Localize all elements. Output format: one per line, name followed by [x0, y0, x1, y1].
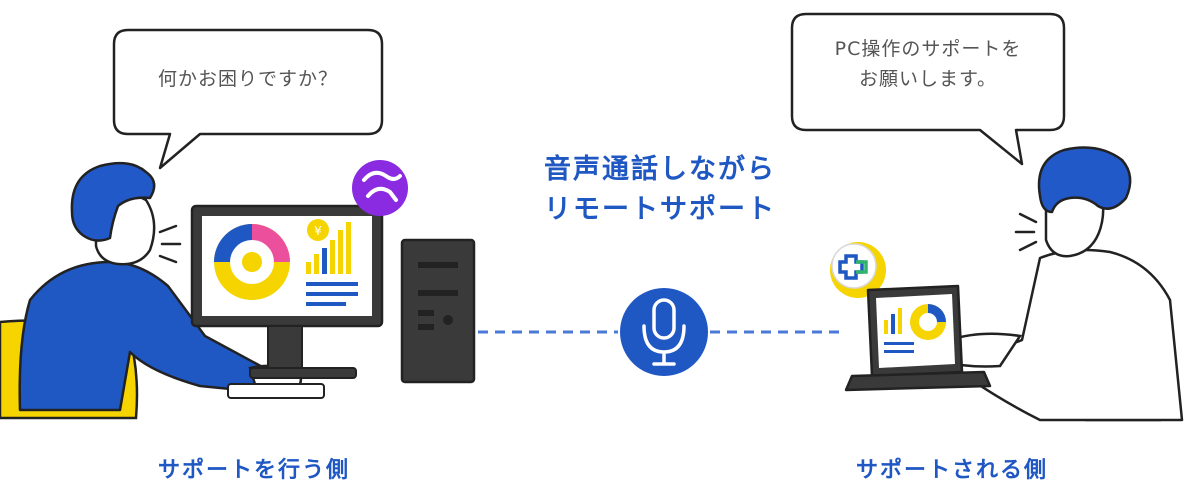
- right-laptop: [844, 284, 992, 392]
- svg-text:¥: ¥: [314, 224, 322, 238]
- left-monitor: ¥: [190, 204, 384, 399]
- center-title: 音声通話しながら リモートサポート: [490, 150, 830, 230]
- right-bubble-line-1: PC操作のサポートを: [834, 38, 1022, 60]
- right-speech-bubble: [790, 12, 1066, 166]
- center-title-line-1: 音声通話しながら: [544, 154, 776, 185]
- splashtop-sos-icon: [830, 242, 886, 298]
- pc-tower: [400, 238, 476, 384]
- center-title-line-2: リモートサポート: [544, 194, 776, 225]
- right-bubble-line-2: お願いします。: [858, 68, 998, 90]
- left-side-label: サポートを行う側: [158, 458, 351, 483]
- right-bubble-text: PC操作のサポートを お願いします。: [792, 34, 1064, 94]
- left-speech-bubble: [112, 28, 384, 170]
- splashtop-app-icon: [352, 160, 408, 216]
- left-bubble-text: 何かお困りですか？: [157, 68, 338, 90]
- right-side-label: サポートされる側: [856, 458, 1049, 483]
- microphone-icon: [620, 288, 708, 376]
